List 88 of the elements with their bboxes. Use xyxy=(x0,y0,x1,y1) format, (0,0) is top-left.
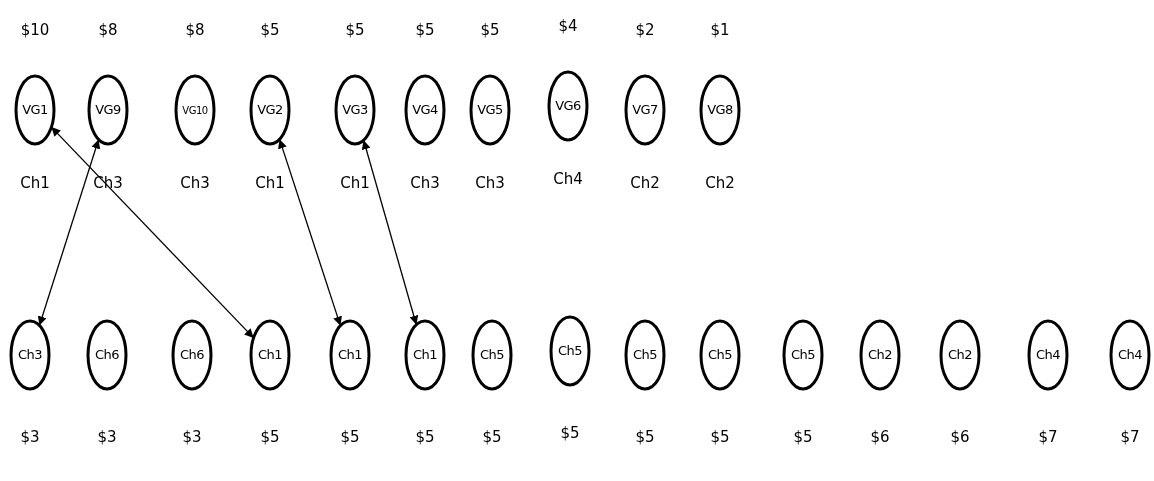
ellipse-node xyxy=(699,74,741,146)
node-label: VG5 xyxy=(477,101,503,120)
price-label: $10 xyxy=(19,20,51,40)
node-label: Ch4 xyxy=(1117,346,1143,365)
ellipse-node xyxy=(782,319,824,391)
channel-label: Ch1 xyxy=(254,173,286,193)
channel-label: Ch2 xyxy=(704,173,736,193)
price-label: $5 xyxy=(479,20,501,40)
channel-label: Ch1 xyxy=(19,173,51,193)
price-label: $3 xyxy=(181,427,203,447)
node-label: Ch2 xyxy=(867,346,893,365)
node-label: VG10 xyxy=(182,103,208,118)
double-arrow xyxy=(37,138,101,327)
price-label: $4 xyxy=(557,16,579,36)
node-label: VG1 xyxy=(22,101,48,120)
node-label: Ch5 xyxy=(632,346,658,365)
node-label: VG4 xyxy=(412,101,438,120)
ellipse-node xyxy=(249,319,291,391)
node-label: VG3 xyxy=(342,101,368,120)
node-label: VG2 xyxy=(257,101,283,120)
node-label: Ch3 xyxy=(17,346,43,365)
ellipse-node xyxy=(329,319,371,391)
double-arrow xyxy=(50,126,255,339)
node-label: Ch5 xyxy=(707,346,733,365)
price-label: $5 xyxy=(481,427,503,447)
price-label: $7 xyxy=(1119,427,1141,447)
ellipse-node xyxy=(1027,319,1069,391)
channel-label: Ch4 xyxy=(552,169,584,189)
node-label: VG7 xyxy=(632,101,658,120)
channel-label: Ch3 xyxy=(179,173,211,193)
price-label: $7 xyxy=(1037,427,1059,447)
node-label: Ch5 xyxy=(557,342,583,361)
ellipse-node xyxy=(469,74,511,146)
channel-label: Ch3 xyxy=(474,173,506,193)
ellipse-node xyxy=(699,319,741,391)
price-label: $6 xyxy=(869,427,891,447)
node-label: Ch1 xyxy=(257,346,283,365)
price-label: $5 xyxy=(344,20,366,40)
ellipse-node xyxy=(624,319,666,391)
price-label: $1 xyxy=(709,20,731,40)
price-label: $3 xyxy=(96,427,118,447)
ellipse-node xyxy=(87,74,129,146)
price-label: $3 xyxy=(19,427,41,447)
price-label: $6 xyxy=(949,427,971,447)
price-label: $2 xyxy=(634,20,656,40)
node-label: Ch1 xyxy=(412,346,438,365)
ellipse-node xyxy=(174,74,216,146)
ellipse-node xyxy=(624,74,666,146)
ellipse-node xyxy=(86,319,128,391)
channel-label: Ch1 xyxy=(339,173,371,193)
ellipse-node xyxy=(334,74,376,146)
ellipse-node xyxy=(249,74,291,146)
ellipse-node xyxy=(549,315,591,387)
ellipse-node xyxy=(14,74,56,146)
node-label: Ch5 xyxy=(790,346,816,365)
node-label: Ch6 xyxy=(179,346,205,365)
node-label: VG6 xyxy=(555,97,581,116)
price-label: $5 xyxy=(559,423,581,443)
ellipse-node xyxy=(171,319,213,391)
price-label: $5 xyxy=(634,427,656,447)
channel-label: Ch3 xyxy=(409,173,441,193)
node-label: Ch2 xyxy=(947,346,973,365)
price-label: $5 xyxy=(259,427,281,447)
ellipse-node xyxy=(9,319,51,391)
ellipse-node xyxy=(404,319,446,391)
node-label: VG8 xyxy=(707,101,733,120)
ellipse-node xyxy=(939,319,981,391)
price-label: $8 xyxy=(184,20,206,40)
price-label: $8 xyxy=(97,20,119,40)
node-label: Ch1 xyxy=(337,346,363,365)
ellipse-node xyxy=(404,74,446,146)
node-label: Ch5 xyxy=(479,346,505,365)
ellipse-node xyxy=(859,319,901,391)
ellipse-node xyxy=(471,319,513,391)
channel-label: Ch2 xyxy=(629,173,661,193)
node-label: Ch6 xyxy=(94,346,120,365)
double-arrow xyxy=(278,138,342,327)
double-arrow xyxy=(361,139,419,326)
node-label: VG9 xyxy=(95,101,121,120)
ellipse-node xyxy=(1109,319,1151,391)
node-label: Ch4 xyxy=(1035,346,1061,365)
price-label: $5 xyxy=(414,20,436,40)
price-label: $5 xyxy=(709,427,731,447)
price-label: $5 xyxy=(339,427,361,447)
ellipse-node xyxy=(547,70,589,142)
price-label: $5 xyxy=(792,427,814,447)
price-label: $5 xyxy=(414,427,436,447)
price-label: $5 xyxy=(259,20,281,40)
